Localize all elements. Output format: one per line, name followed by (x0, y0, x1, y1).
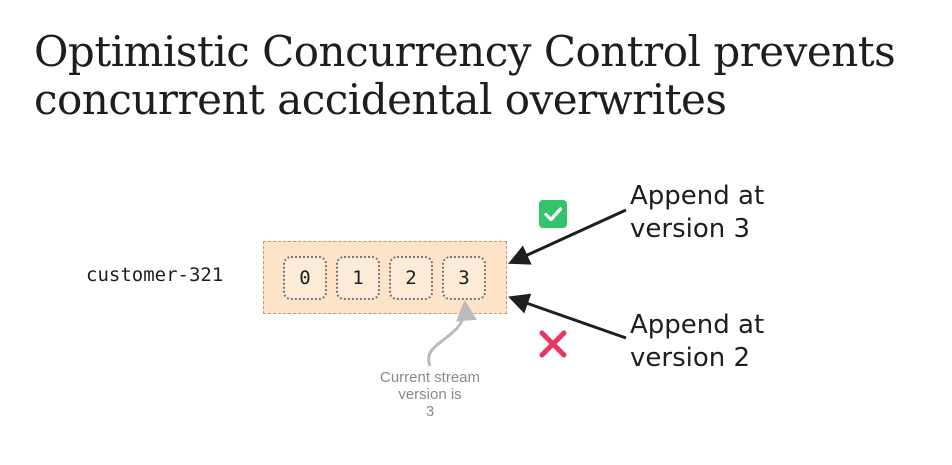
event-3: 3 (442, 256, 486, 300)
arrow-append-version-2 (508, 293, 627, 340)
event-2: 2 (389, 256, 433, 300)
title-line-1: Optimistic Concurrency Control prevents (34, 27, 896, 76)
annotation-append-version-3: Append at version 3 (630, 180, 764, 246)
arrow-append-version-3 (508, 208, 627, 265)
page-title: Optimistic Concurrency Control prevents … (34, 27, 896, 124)
arrow-current-version (427, 299, 477, 367)
annotation-bottom-line-2: version 2 (630, 343, 751, 373)
annotation-top-line-2: version 3 (630, 214, 751, 244)
event-0: 0 (283, 256, 327, 300)
annotation-top-line-1: Append at (630, 181, 765, 211)
note-line-2: version is (398, 386, 462, 403)
note-line-3: 3 (425, 403, 435, 420)
cross-icon (537, 328, 569, 360)
note-line-1: Current stream (379, 369, 481, 386)
check-icon (539, 200, 567, 228)
current-version-note: Current stream version is 3 (362, 369, 498, 420)
annotation-bottom-line-1: Append at (630, 310, 765, 340)
stream-name-label: customer-321 (86, 264, 224, 286)
annotation-append-version-2: Append at version 2 (630, 309, 764, 375)
event-1: 1 (336, 256, 380, 300)
title-line-2: concurrent accidental overwrites (34, 75, 727, 124)
